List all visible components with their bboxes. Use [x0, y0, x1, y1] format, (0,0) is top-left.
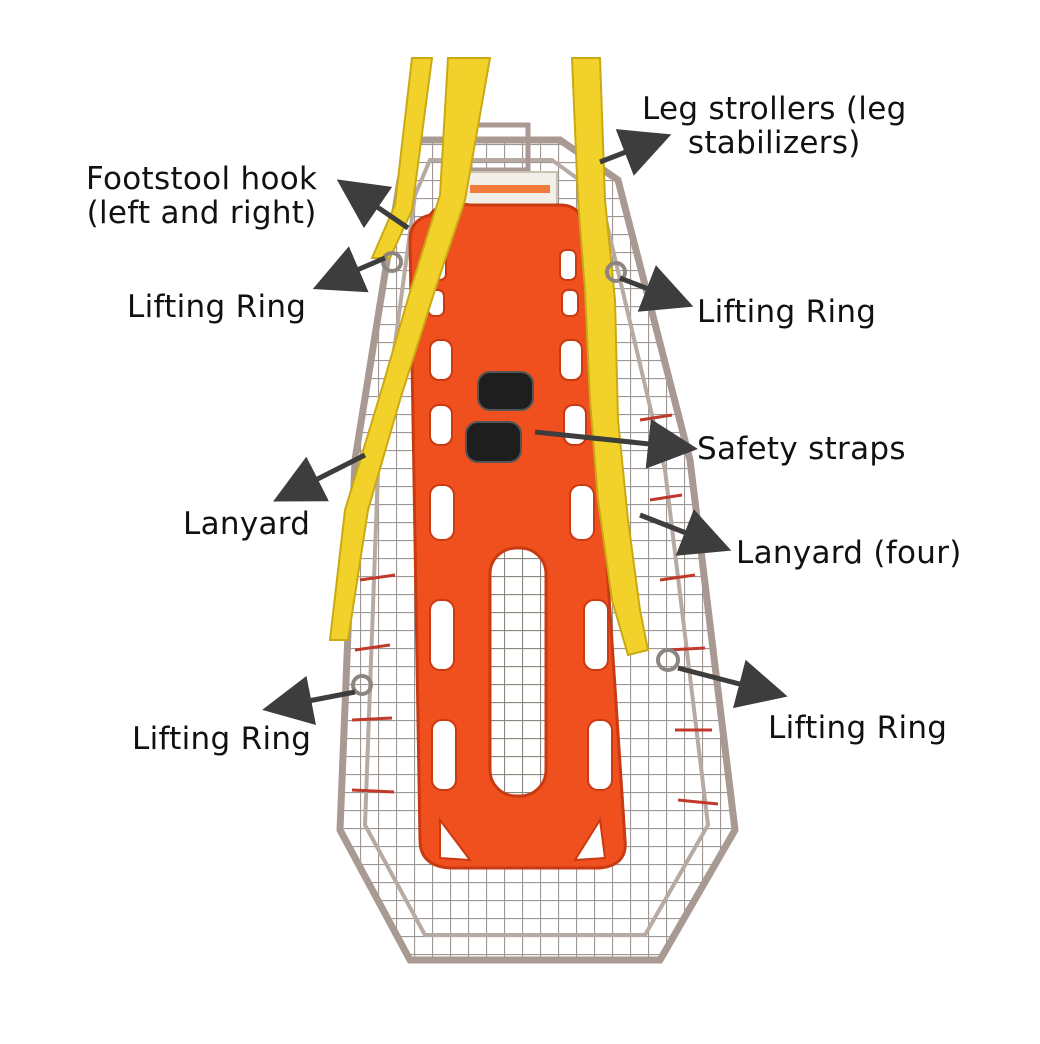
arrow-lifting-ring-top-right — [619, 265, 694, 312]
lifting-rings — [351, 251, 680, 696]
arrow-lanyard — [273, 452, 367, 502]
callout-footstool-hook-line2: (left and right) — [86, 195, 317, 231]
side-rope-lacing — [351, 413, 719, 806]
arrow-lifting-ring-bottom-left — [262, 675, 356, 725]
callout-safety-straps: Safety straps — [697, 431, 906, 467]
callout-arrows — [262, 129, 788, 725]
callout-lifting-ring-top-left: Lifting Ring — [127, 289, 307, 325]
yellow-lanyards — [328, 57, 650, 657]
arrow-safety-straps — [534, 418, 698, 469]
arrow-lifting-ring-bottom-right — [677, 659, 788, 709]
arrow-footstool-hook — [336, 179, 410, 231]
callout-leg-strollers: Leg strollers (leg stabilizers) — [642, 92, 907, 160]
callout-lifting-ring-top-right: Lifting Ring — [697, 294, 877, 330]
arrow-lifting-ring-top-left — [312, 246, 386, 293]
callout-lanyard: Lanyard — [183, 506, 311, 542]
callout-lifting-ring-bottom-right: Lifting Ring — [768, 710, 948, 746]
callout-leg-strollers-line1: Leg strollers (leg — [642, 91, 907, 127]
callout-lifting-ring-bottom-left: Lifting Ring — [132, 721, 312, 757]
callout-leg-strollers-line2: stabilizers) — [687, 125, 861, 161]
callout-footstool-hook-line1: Footstool hook — [86, 161, 318, 197]
head-plate-stripe — [470, 185, 550, 193]
callout-footstool-hook: Footstool hook (left and right) — [86, 162, 317, 230]
arrow-leg-strollers — [599, 129, 672, 176]
arrow-lanyard-four — [639, 509, 732, 556]
safety-strap-buckles — [465, 371, 534, 463]
spine-board-center-slot — [488, 546, 548, 798]
callout-lanyard-four: Lanyard (four) — [736, 535, 962, 571]
